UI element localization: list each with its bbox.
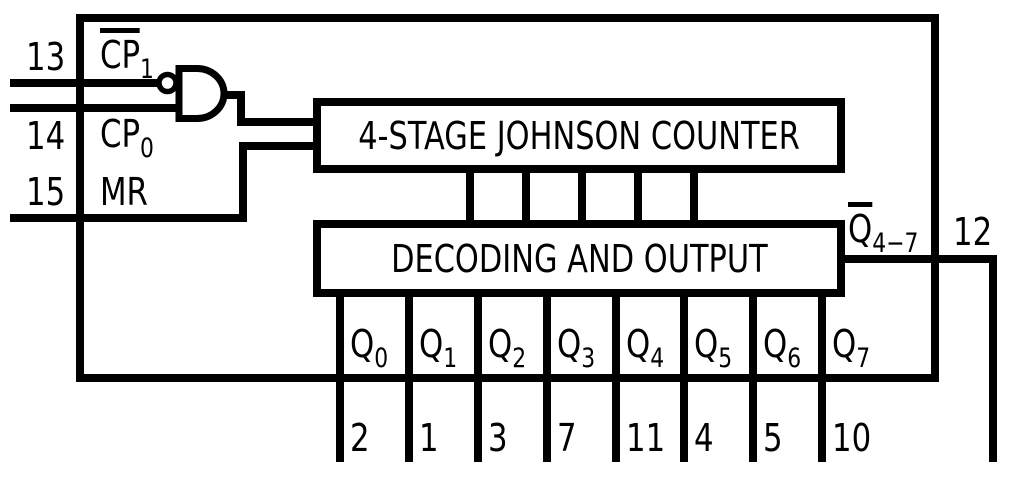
wire-clock-to-counter [237, 118, 317, 126]
pin-number-q1: 1 [419, 416, 439, 460]
decoding-output-block: DECODING AND OUTPUT [313, 220, 845, 297]
wire-counter-decoder-5 [690, 169, 698, 224]
wire-output-q0 [336, 293, 344, 462]
output-label-q2: Q2 [488, 322, 527, 374]
wire-output-q4 [612, 293, 620, 462]
wire-output-q2 [474, 293, 482, 462]
wire-cp1-input [10, 79, 158, 87]
signal-label-mr: MR [100, 170, 148, 214]
wire-output-q3 [543, 293, 551, 462]
output-label-q5: Q5 [694, 322, 733, 374]
johnson-counter-block: 4-STAGE JOHNSON COUNTER [313, 98, 845, 173]
wire-mr-to-counter [239, 142, 317, 150]
decoding-output-title: DECODING AND OUTPUT [390, 236, 768, 281]
johnson-counter-title: 4-STAGE JOHNSON COUNTER [358, 113, 800, 158]
pin-number-q6: 5 [763, 416, 783, 460]
pin-number-12: 12 [953, 210, 993, 254]
overline-bar: CP [100, 28, 141, 74]
output-label-q4-7-inverted: Q4−7 [848, 202, 918, 257]
wire-output-q7 [818, 293, 826, 462]
wire-output-q6 [749, 293, 757, 462]
wire-counter-decoder-2 [522, 169, 530, 224]
pin-number-q3: 7 [557, 416, 577, 460]
wire-carry-out-h [841, 255, 997, 263]
signal-label-cp1-inverted: CP1 [100, 28, 154, 83]
wire-output-q5 [680, 293, 688, 462]
wire-gate-output [220, 91, 245, 99]
output-label-q0: Q0 [350, 322, 389, 374]
pin-number-q5: 4 [694, 416, 714, 460]
output-label-q3: Q3 [557, 322, 596, 374]
wire-counter-decoder-1 [466, 169, 474, 224]
ic-package-outline [76, 14, 939, 382]
overline-bar: Q [848, 202, 873, 248]
pin-number-q4: 11 [626, 416, 666, 460]
output-label-q6: Q6 [763, 322, 802, 374]
pin-number-q2: 3 [488, 416, 508, 460]
output-label-q7: Q7 [832, 322, 871, 374]
pin-number-q0: 2 [350, 416, 370, 460]
wire-mr-riser [239, 142, 247, 222]
wire-counter-decoder-3 [578, 169, 586, 224]
output-label-q1: Q1 [419, 322, 458, 374]
wire-counter-decoder-4 [634, 169, 642, 224]
pin-number-13: 13 [26, 35, 66, 79]
wire-mr-input [10, 214, 247, 222]
inverter-bubble-icon [156, 71, 179, 95]
signal-label-cp0: CP0 [100, 112, 154, 164]
pin-number-15: 15 [26, 170, 66, 214]
pin-number-q7: 10 [832, 416, 872, 460]
and-gate-inverted-input-icon [156, 65, 228, 122]
wire-output-q1 [405, 293, 413, 462]
wire-gate-output-drop [237, 91, 245, 126]
wire-cp0-input [10, 104, 180, 112]
wire-carry-out-v [989, 255, 997, 462]
pin-number-14: 14 [26, 114, 66, 158]
output-label-q4: Q4 [626, 322, 665, 374]
